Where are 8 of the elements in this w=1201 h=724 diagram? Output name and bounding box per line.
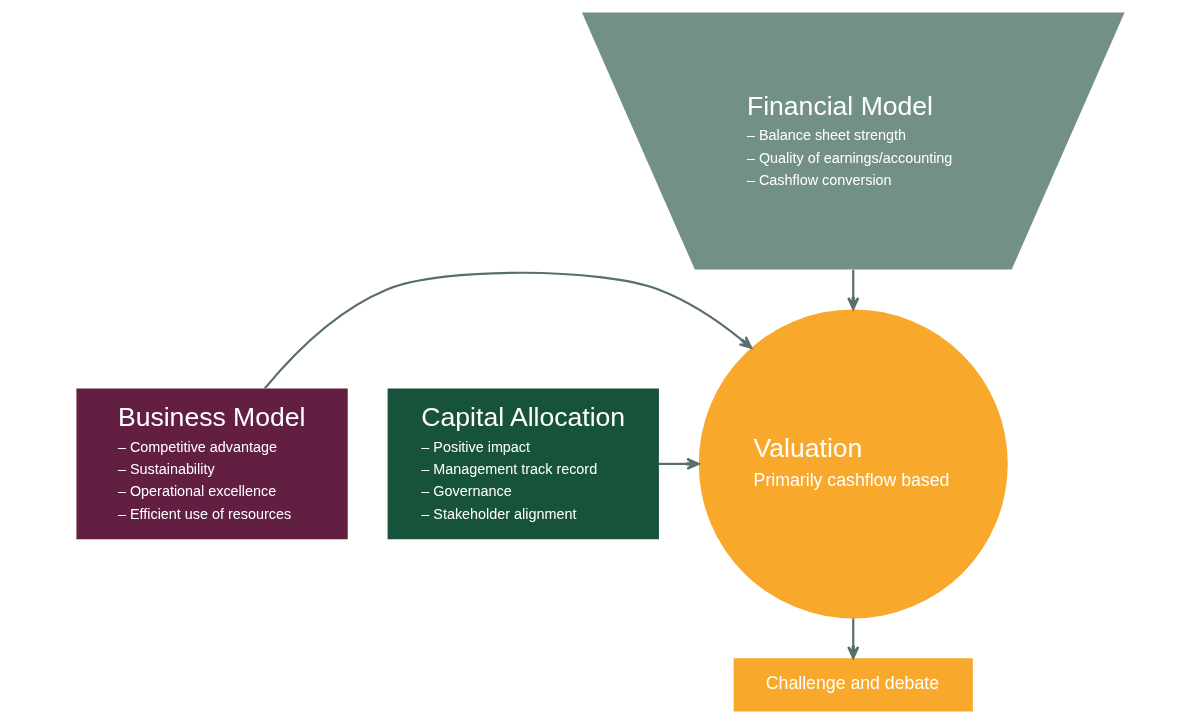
arrow bbox=[847, 269, 860, 311]
node-circle: Valuation Primarily cashflow based bbox=[698, 309, 1008, 619]
arrow bbox=[847, 618, 860, 660]
node-box: Capital Allocation – Positive impact – Management track record – Governance – Stakeholder alignment bbox=[387, 388, 659, 540]
arrow bbox=[264, 271, 753, 390]
node-box: Challenge and debate bbox=[733, 658, 973, 712]
node-box: Business Model – Competitive advantage – Sustainability – Operational excellence – Efficient use of resources bbox=[76, 388, 348, 540]
arrow bbox=[658, 457, 700, 470]
